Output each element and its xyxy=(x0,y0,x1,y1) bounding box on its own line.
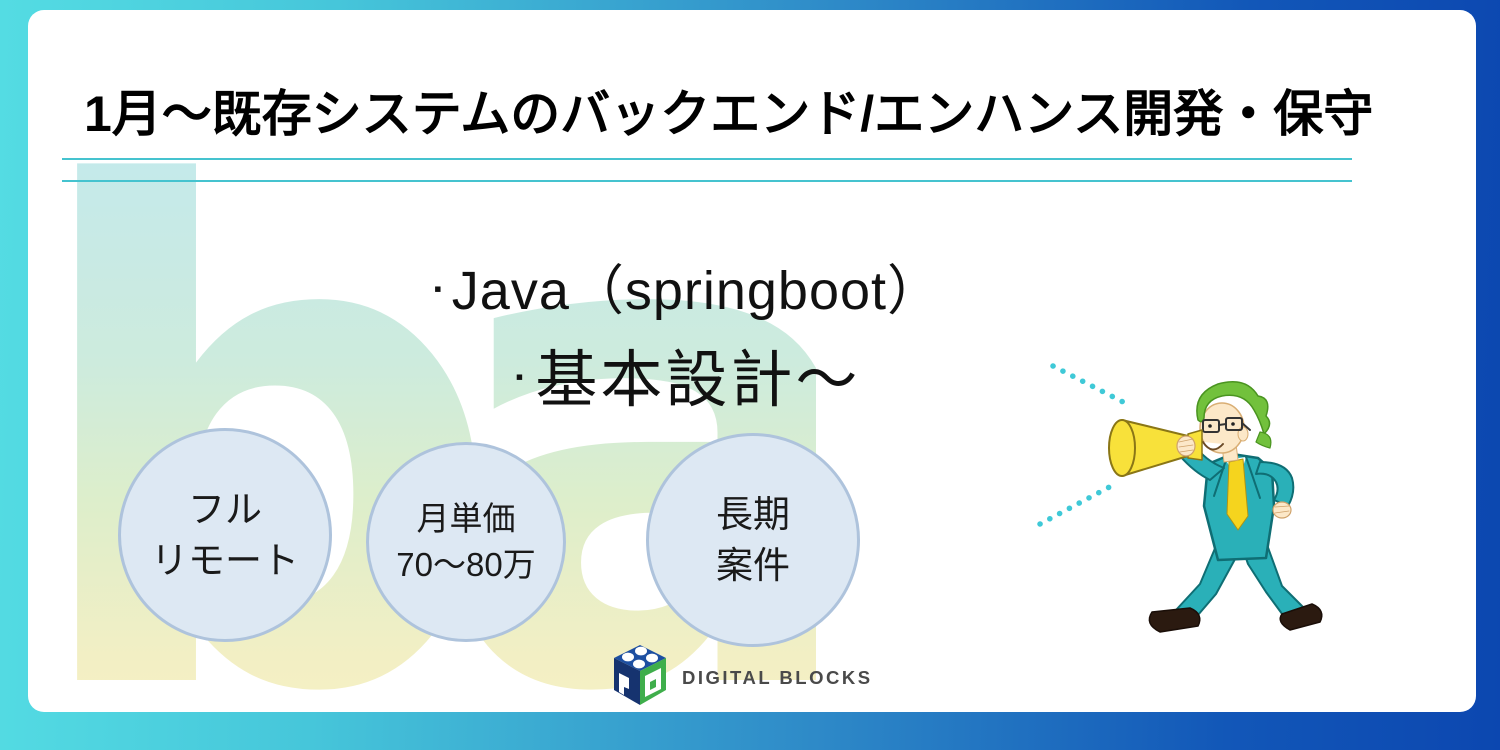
jacket-lapels xyxy=(1213,456,1261,499)
title-underline-1 xyxy=(62,158,1352,160)
bullet-points: ▪ Java（springboot） ▪ 基本設計～ xyxy=(28,246,1348,419)
yellow-tie xyxy=(1226,458,1249,531)
sound-dotted-line-upper xyxy=(1050,363,1130,407)
title-underline-2 xyxy=(62,180,1352,182)
eye xyxy=(1208,424,1212,428)
badge-long-term: 長期 案件 xyxy=(646,433,860,647)
back-hand xyxy=(1272,501,1292,519)
back-shoe xyxy=(1279,603,1323,631)
glasses-icon xyxy=(1202,417,1251,433)
bullet-point-design: ▪ 基本設計～ xyxy=(28,329,1348,419)
smiling-mouth xyxy=(1202,441,1224,451)
eye xyxy=(1231,422,1235,426)
badge-monthly-rate: 月単価 70～80万 xyxy=(366,442,566,642)
digital-blocks-logo-text: DIGITAL BLOCKS xyxy=(682,667,873,688)
badge-line: 月単価 xyxy=(416,500,516,538)
badge-line: 案件 xyxy=(716,545,790,586)
badge-line: 70～80万 xyxy=(396,546,536,583)
square-bullet-icon: ▪ xyxy=(433,276,443,301)
man-with-megaphone-illustration xyxy=(1037,363,1323,633)
sound-dotted-line-lower xyxy=(1037,481,1118,527)
badge-line: 長期 xyxy=(716,493,790,535)
digital-blocks-cube-icon xyxy=(614,645,666,705)
bullet-point-java-text: Java（springboot） xyxy=(451,261,943,321)
digital-blocks-logo: DIGITAL BLOCKS xyxy=(612,643,873,707)
square-bullet-icon: ▪ xyxy=(515,364,527,389)
hair-tuft xyxy=(1255,431,1272,449)
megaphone-icon xyxy=(1108,419,1203,477)
bent-arm xyxy=(1255,461,1295,507)
bullet-point-design-text: 基本設計～ xyxy=(535,346,861,415)
slide-title: 1月～既存システムのバックエンド/エンハンス開発・保守 xyxy=(84,86,1374,142)
front-shoe xyxy=(1148,607,1201,633)
badge-line: リモート xyxy=(151,540,299,581)
badge-line: フル xyxy=(188,488,262,530)
slide-card: ba 1月～既存システムのバックエンド/エンハンス開発・保守 ▪Java（spr… xyxy=(28,10,1476,712)
bullet-point-java: ▪ Java（springboot） xyxy=(28,246,1348,325)
badge-full-remote: フル リモート xyxy=(118,428,332,642)
